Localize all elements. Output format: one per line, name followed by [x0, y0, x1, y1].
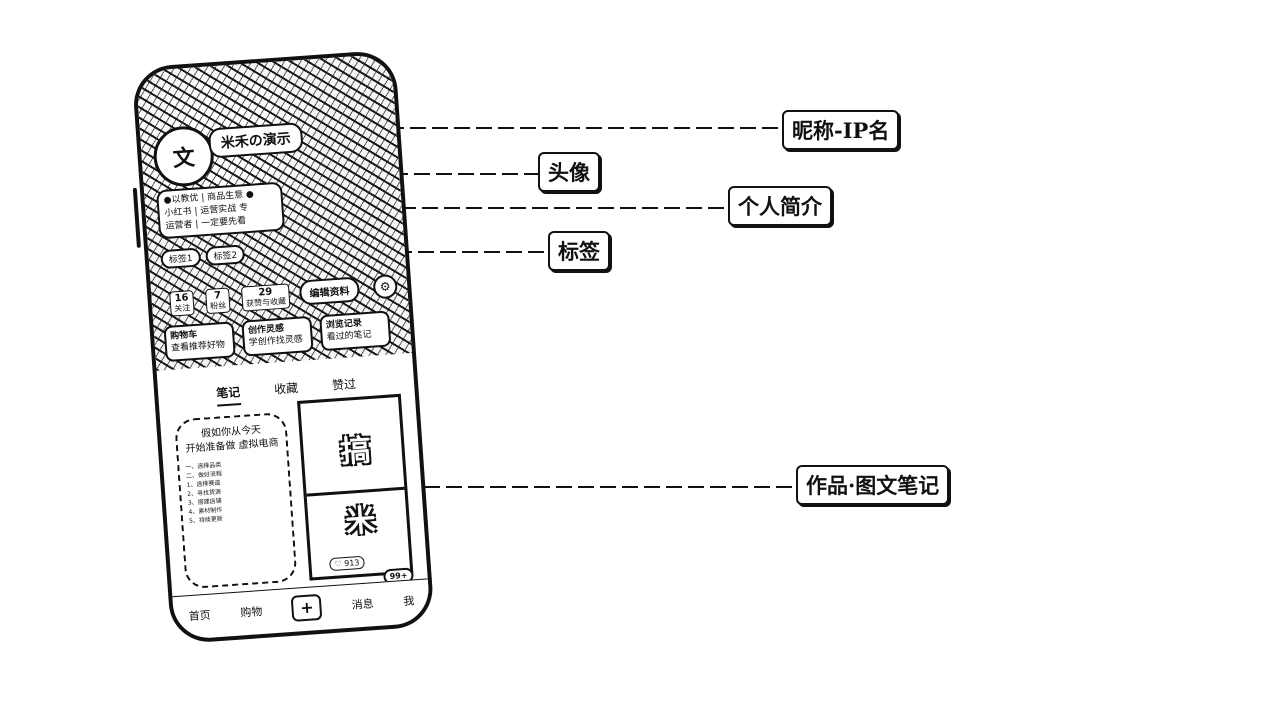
callout-nickname: 昵称-IP名	[782, 110, 900, 150]
stats: 16 关注 7 粉丝 29 获赞与收藏	[169, 283, 291, 317]
nav-me[interactable]: 我	[402, 594, 415, 609]
quick-entries: 购物车 查看推荐好物 创作灵感 学创作找灵感 浏览记录 看过的笔记	[163, 310, 392, 363]
profile-header: 文 米禾の演示 ●以教优 | 商品生意 ● 小红书 | 运营实战 专 运营者 |…	[136, 54, 412, 371]
tab-notes[interactable]: 笔记	[215, 383, 242, 407]
note-card[interactable]: 假如你从今天 开始准备做 虚拟电商 一、选择品类 二、做好流程 1、选择赛道 2…	[174, 411, 298, 590]
tag-list: 标签1 标签2	[160, 244, 246, 270]
callout-works: 作品·图文笔记	[796, 465, 950, 505]
tag[interactable]: 标签1	[160, 247, 202, 270]
quick-entry-inspiration[interactable]: 创作灵感 学创作找灵感	[241, 315, 314, 357]
nav-shop[interactable]: 购物	[239, 605, 263, 620]
tab-liked[interactable]: 赞过	[331, 376, 357, 393]
note-divider	[306, 486, 405, 497]
note-card[interactable]: 搞 米 ♡ 913	[297, 393, 414, 581]
note-cover-char: 米	[344, 502, 377, 540]
callout-bio: 个人简介	[728, 186, 832, 226]
callout-tags: 标签	[548, 231, 610, 271]
callout-avatar: 头像	[538, 152, 600, 192]
stat-label: 粉丝	[209, 300, 227, 311]
stat-label: 获赞与收藏	[245, 296, 287, 309]
stat-label: 关注	[173, 303, 191, 314]
stat-number: 7	[213, 290, 222, 302]
nav-messages[interactable]: 消息	[351, 597, 375, 612]
tab-collections[interactable]: 收藏	[273, 380, 299, 397]
note-cover-char: 搞	[339, 433, 372, 471]
quick-entry-sub: 学创作找灵感	[248, 334, 304, 349]
quick-entry-cart[interactable]: 购物车 查看推荐好物	[163, 321, 236, 363]
nav-home[interactable]: 首页	[188, 608, 212, 624]
plus-icon[interactable]: +	[291, 593, 323, 622]
stat-following[interactable]: 16 关注	[169, 290, 195, 317]
note-title: 假如你从今天 开始准备做 虚拟电商	[185, 424, 279, 455]
edit-profile-button[interactable]: 编辑资料	[298, 276, 361, 306]
gear-icon[interactable]: ⚙	[372, 273, 399, 300]
phone-mockup: 文 米禾の演示 ●以教优 | 商品生意 ● 小红书 | 运营实战 专 运营者 |…	[131, 49, 436, 667]
quick-entry-history[interactable]: 浏览记录 看过的笔记	[319, 310, 392, 352]
stat-likes[interactable]: 29 获赞与收藏	[240, 283, 291, 312]
quick-entry-sub: 查看推荐好物	[170, 339, 226, 354]
nickname: 米禾の演示	[207, 122, 304, 159]
tag[interactable]: 标签2	[204, 244, 246, 267]
bio: ●以教优 | 商品生意 ● 小红书 | 运营实战 专 运营者 | 一定要先看	[156, 181, 286, 240]
stat-followers[interactable]: 7 粉丝	[205, 287, 231, 315]
note-body: 一、选择品类 二、做好流程 1、选择赛道 2、寻找货源 3、搭建店铺 4、素材制…	[185, 456, 285, 526]
quick-entry-sub: 看过的笔记	[326, 329, 372, 343]
avatar[interactable]: 文	[151, 124, 216, 189]
phone-screen: 文 米禾の演示 ●以教优 | 商品生意 ● 小红书 | 运营实战 专 运营者 |…	[131, 49, 436, 645]
like-count: ♡ 913	[329, 555, 365, 572]
